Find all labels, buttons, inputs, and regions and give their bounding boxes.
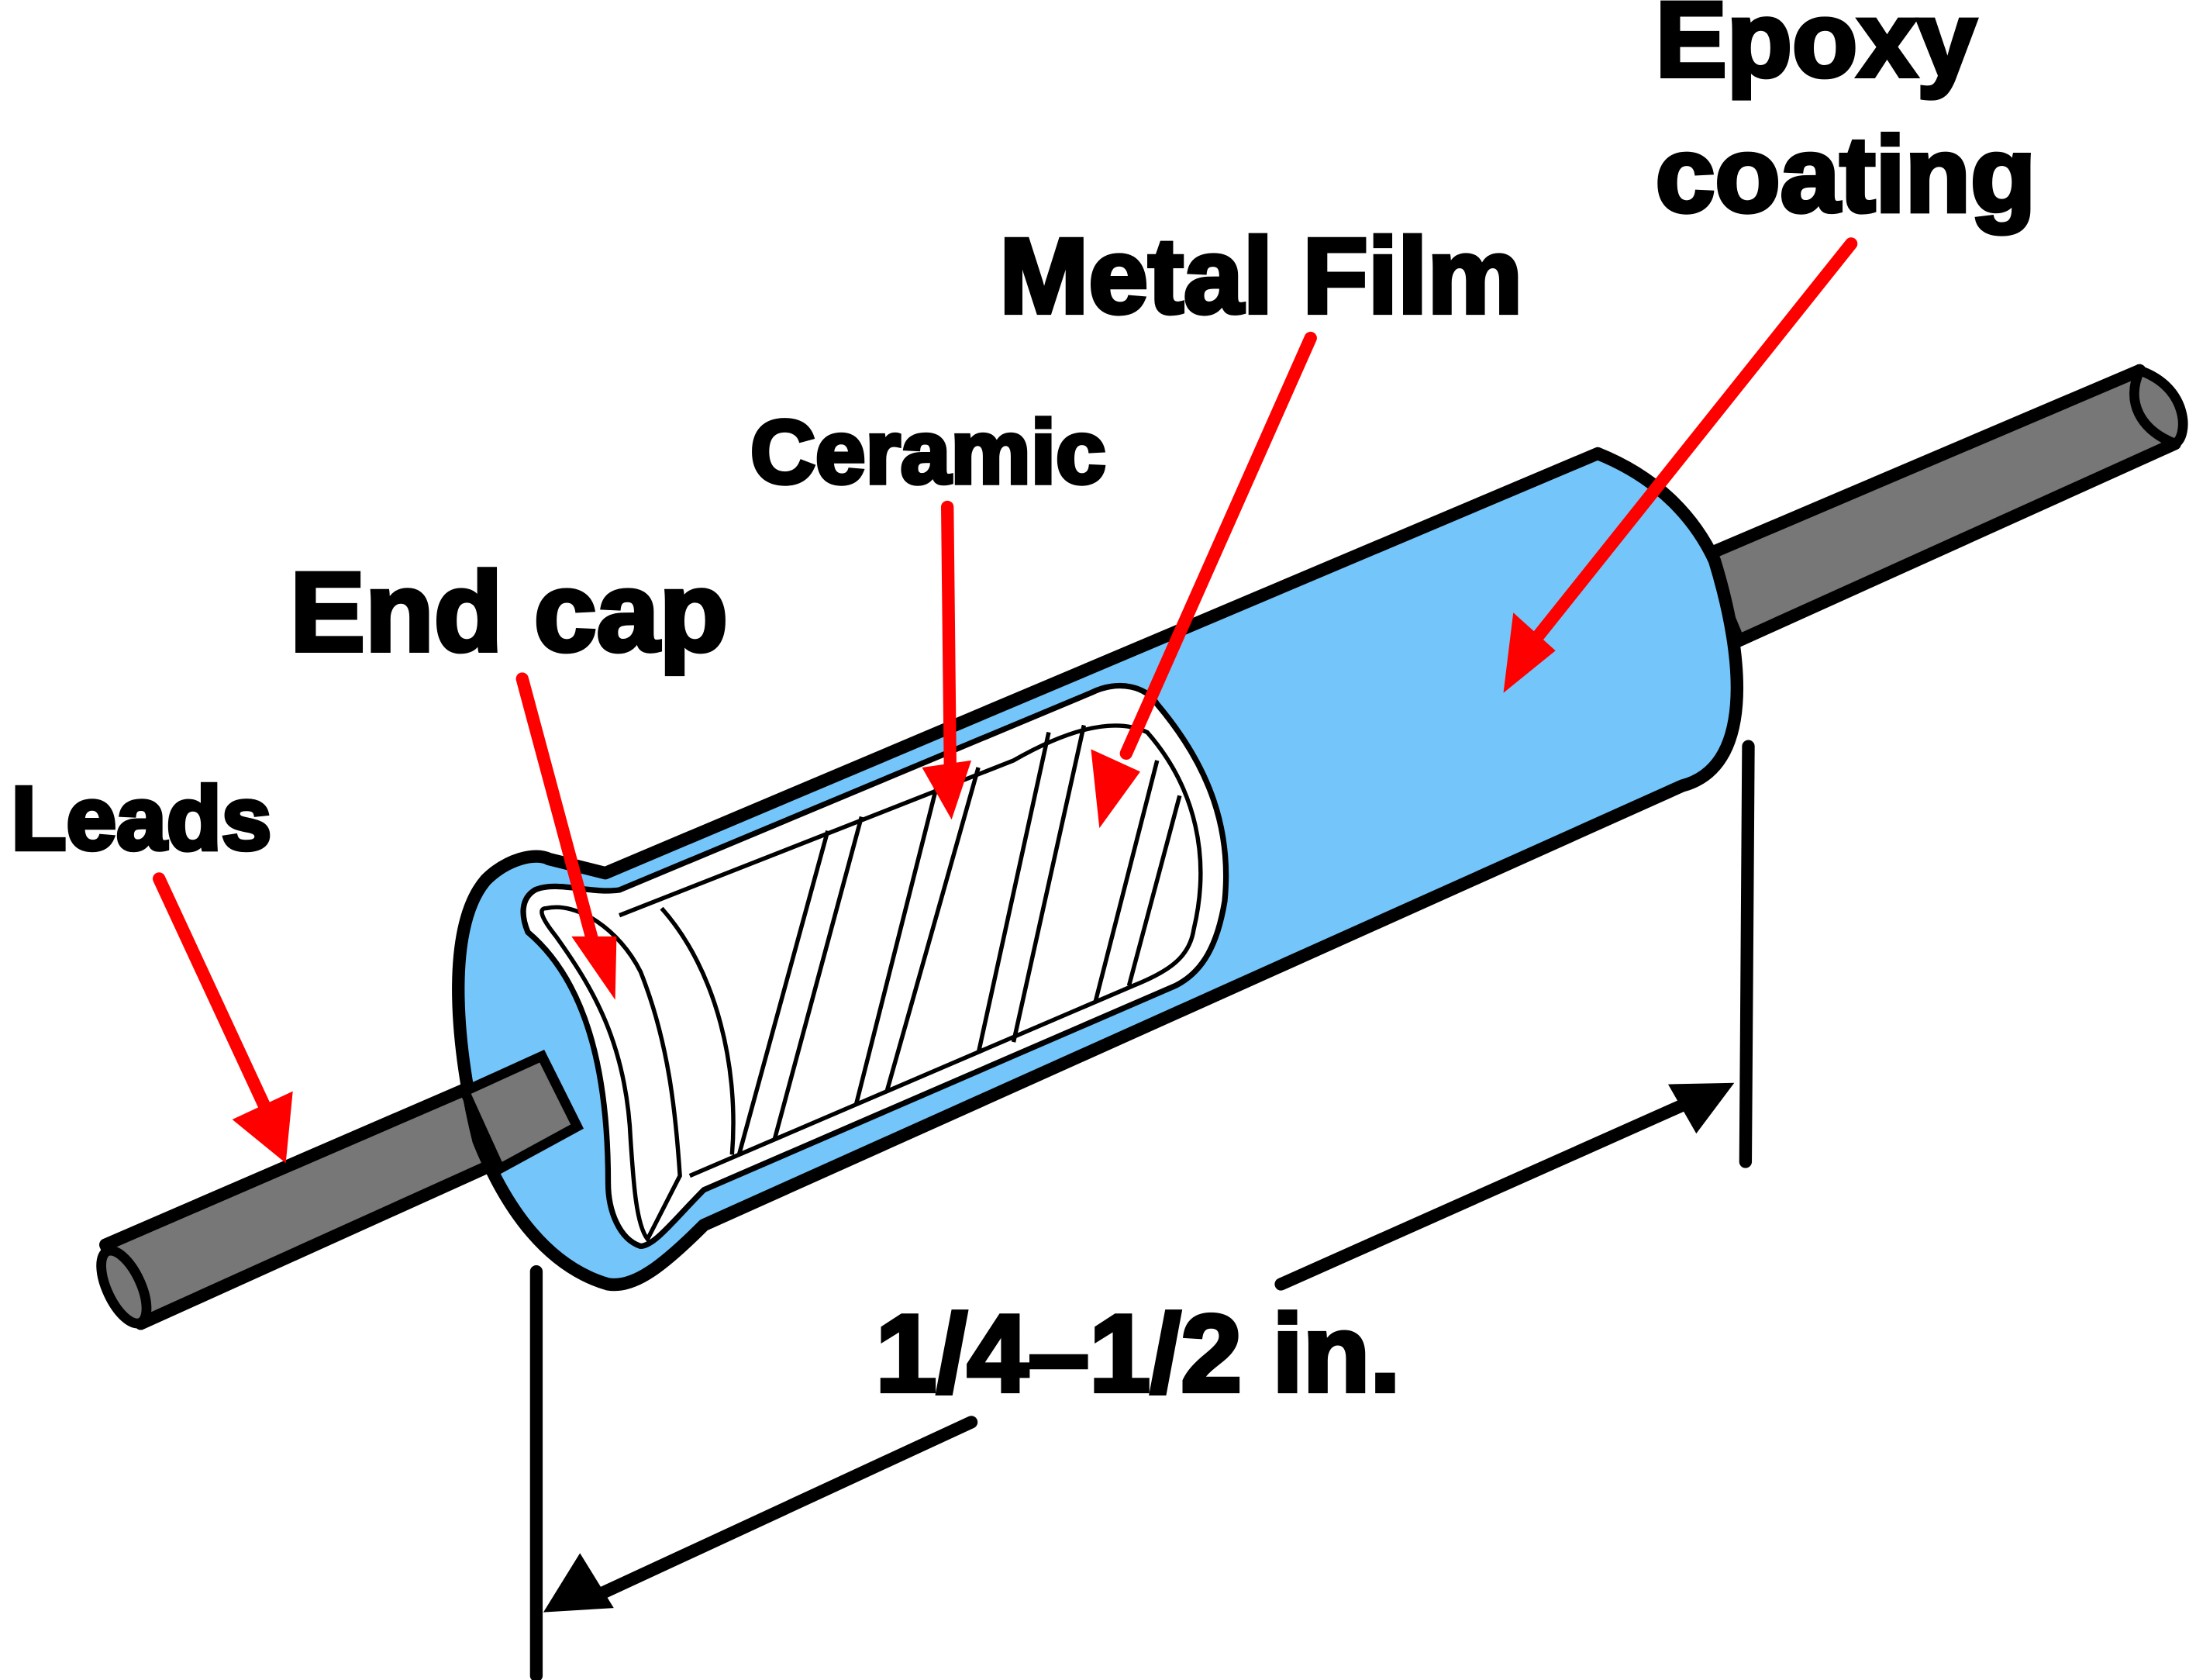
label-coating: coating [1656, 116, 2036, 235]
label-dimension: 1/4–1/2 in. [876, 1292, 1401, 1415]
label-metal-film: Metal Film [999, 216, 1522, 336]
dimension-arrowhead-left [543, 1553, 614, 1613]
label-end-cap: End cap [290, 548, 728, 674]
label-epoxy: Epoxy [1656, 0, 1977, 99]
label-ceramic: Ceramic [750, 402, 1106, 502]
end-cap-inner [540, 905, 682, 1244]
dimension-arrowhead-right [1667, 1082, 1735, 1134]
leads-arrow [153, 872, 293, 1164]
left-lead-front [457, 1049, 584, 1176]
metal-film-spiral [736, 724, 1182, 1156]
end-cap-arrow [515, 672, 617, 1000]
label-leads: Leads [12, 768, 272, 868]
epoxy-arrow [1503, 237, 1858, 693]
right-lead [1697, 364, 2181, 647]
film-outline [619, 723, 1203, 1178]
cutaway-ceramic [520, 682, 1229, 1250]
ceramic-arrow [922, 500, 972, 820]
metal-film-arrow [1091, 331, 1317, 829]
right-lead-end [2129, 364, 2188, 450]
dimension-markers [529, 740, 1755, 1680]
ceramic-core-end [660, 906, 736, 1155]
left-lead-end [96, 1245, 152, 1329]
